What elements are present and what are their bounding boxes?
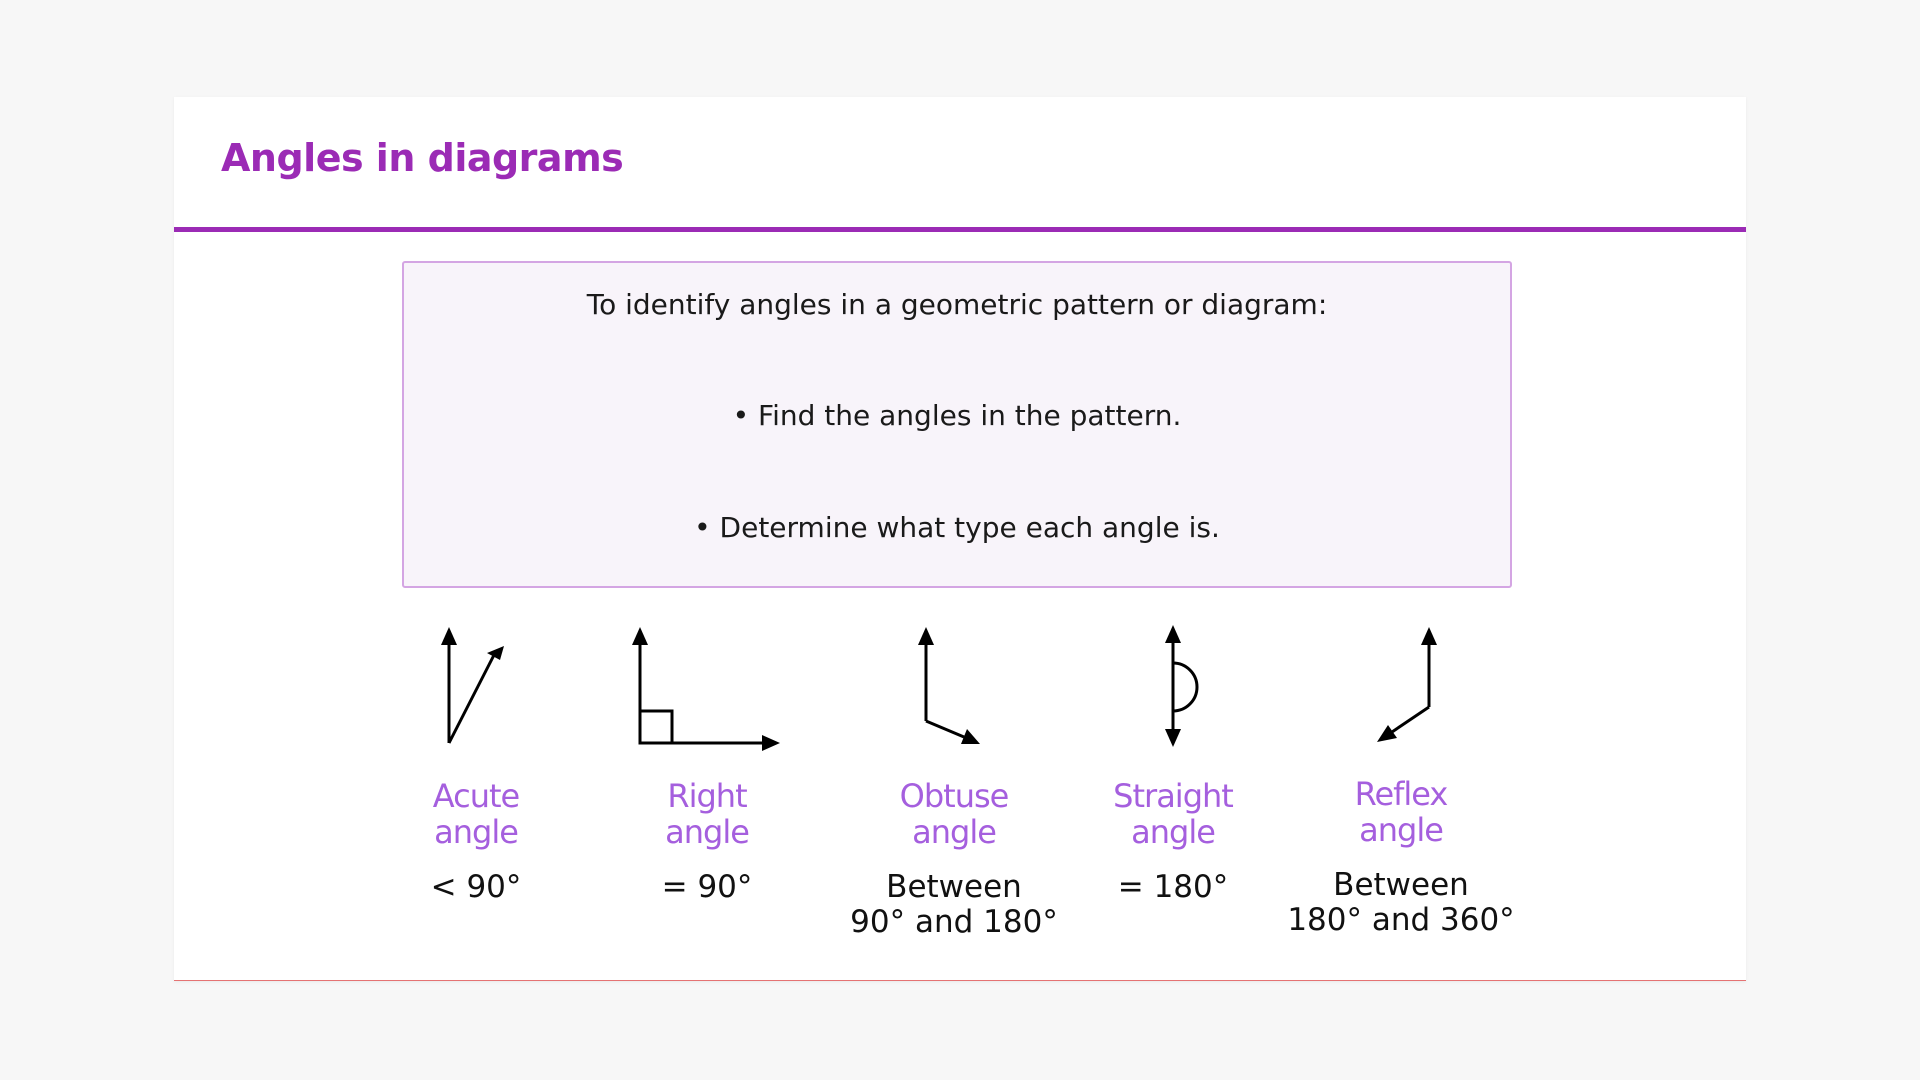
angle-range-straight: = 180° [1053, 870, 1293, 905]
angle-range-line: = 180° [1117, 869, 1229, 905]
angle-name-line: Obtuse [899, 777, 1010, 815]
angle-range-obtuse: Between 90° and 180° [834, 870, 1074, 940]
angle-range-line: = 90° [661, 869, 753, 905]
angle-name-reflex: Reflex angle [1281, 776, 1521, 848]
slide: Angles in diagrams To identify angles in… [174, 97, 1746, 981]
info-heading: To identify angles in a geometric patter… [586, 288, 1328, 321]
angle-range-line: Between [1333, 867, 1469, 903]
info-box: To identify angles in a geometric patter… [402, 261, 1512, 588]
angle-name-line: angle [912, 813, 997, 851]
title-divider [174, 227, 1746, 232]
angle-range-line: 90° and 180° [850, 904, 1058, 940]
angle-range-line: < 90° [430, 869, 522, 905]
angle-name-line: angle [1359, 811, 1444, 849]
angle-name-line: angle [665, 813, 750, 851]
angle-name-line: Straight [1113, 777, 1234, 815]
page-title: Angles in diagrams [221, 136, 624, 180]
angle-range-right: = 90° [587, 870, 827, 905]
angle-name-line: Acute [432, 777, 520, 815]
angle-name-line: Right [667, 777, 747, 815]
straight-angle-icon [1165, 625, 1199, 747]
angle-name-obtuse: Obtuse angle [834, 778, 1074, 850]
info-bullet-find: • Find the angles in the pattern. [732, 399, 1182, 432]
angle-name-straight: Straight angle [1053, 778, 1293, 850]
angle-name-line: angle [1131, 813, 1216, 851]
angle-name-line: Reflex [1354, 775, 1449, 813]
angle-diagrams [441, 625, 1437, 751]
angle-name-right: Right angle [587, 778, 827, 850]
acute-angle-icon [441, 627, 504, 744]
angle-range-line: 180° and 360° [1287, 902, 1515, 938]
obtuse-angle-icon [918, 627, 980, 744]
slide-bottom-border [174, 980, 1746, 981]
angle-name-acute: Acute angle [356, 778, 596, 850]
angle-range-line: Between [886, 869, 1022, 905]
right-angle-icon [632, 627, 780, 751]
reflex-angle-icon [1377, 627, 1437, 742]
angle-range-acute: < 90° [356, 870, 596, 905]
angle-name-line: angle [434, 813, 519, 851]
info-bullet-determine: • Determine what type each angle is. [694, 511, 1220, 544]
angle-range-reflex: Between 180° and 360° [1281, 868, 1521, 938]
